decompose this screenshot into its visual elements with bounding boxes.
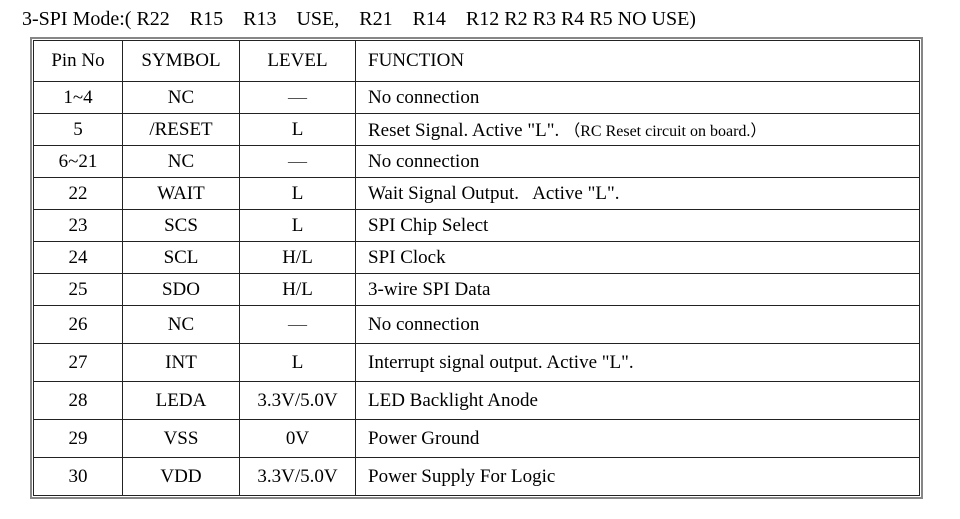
column-header-pin-no: Pin No — [33, 40, 123, 82]
cell-pin-no: 28 — [33, 381, 123, 420]
cell-level: — — [239, 305, 356, 344]
function-text: No connection — [368, 313, 480, 335]
cell-function: Power Ground — [355, 419, 920, 458]
cell-pin-no: 5 — [33, 113, 123, 146]
column-header-function: FUNCTION — [355, 40, 920, 82]
cell-symbol: /RESET — [122, 113, 240, 146]
function-text: LED Backlight Anode — [368, 389, 538, 411]
cell-function: No connection — [355, 305, 920, 344]
cell-level: 3.3V/5.0V — [239, 457, 356, 496]
cell-level: H/L — [239, 241, 356, 274]
cell-symbol: NC — [122, 81, 240, 114]
cell-pin-no: 27 — [33, 343, 123, 382]
function-text: Power Supply For Logic — [368, 465, 556, 487]
cell-pin-no: 22 — [33, 177, 123, 210]
cell-pin-no: 26 — [33, 305, 123, 344]
cell-pin-no: 29 — [33, 419, 123, 458]
cell-symbol: SCS — [122, 209, 240, 242]
function-text: Reset Signal. Active "L". — [368, 120, 560, 141]
cell-level: 0V — [239, 419, 356, 458]
function-text: Interrupt signal output. Active "L". — [368, 351, 634, 373]
cell-symbol: NC — [122, 145, 240, 178]
cell-function: No connection — [355, 81, 920, 114]
page-title: 3-SPI Mode:( R22 R15 R13 USE, R21 R14 R1… — [22, 8, 696, 30]
cell-function: LED Backlight Anode — [355, 381, 920, 420]
function-text: SPI Clock — [368, 246, 446, 268]
function-text: No connection — [368, 86, 480, 108]
function-text: 3-wire SPI Data — [368, 278, 491, 300]
cell-symbol: NC — [122, 305, 240, 344]
cell-pin-no: 25 — [33, 273, 123, 306]
function-text: No connection — [368, 150, 480, 172]
cell-pin-no: 30 — [33, 457, 123, 496]
cell-level: H/L — [239, 273, 356, 306]
cell-symbol: VDD — [122, 457, 240, 496]
cell-function: 3-wire SPI Data — [355, 273, 920, 306]
cell-level: L — [239, 177, 356, 210]
cell-pin-no: 1~4 — [33, 81, 123, 114]
cell-pin-no: 6~21 — [33, 145, 123, 178]
cell-function: SPI Chip Select — [355, 209, 920, 242]
function-text: Power Ground — [368, 427, 480, 449]
column-header-level: LEVEL — [239, 40, 356, 82]
cell-level: — — [239, 81, 356, 114]
cell-symbol: LEDA — [122, 381, 240, 420]
cell-level: L — [239, 343, 356, 382]
cell-level: 3.3V/5.0V — [239, 381, 356, 420]
cell-function: Reset Signal. Active "L".（RC Reset circu… — [355, 113, 920, 146]
cell-level: — — [239, 145, 356, 178]
no-connection-dash: — — [288, 313, 307, 335]
no-connection-dash: — — [288, 86, 307, 108]
cell-function: Power Supply For Logic — [355, 457, 920, 496]
function-note: （RC Reset circuit on board.） — [564, 123, 767, 140]
cell-function: Wait Signal Output. Active "L". — [355, 177, 920, 210]
cell-level: L — [239, 209, 356, 242]
cell-symbol: SCL — [122, 241, 240, 274]
table-header-row: Pin No SYMBOL LEVEL FUNCTION — [33, 40, 920, 82]
function-text: Wait Signal Output. Active "L". — [368, 182, 620, 204]
no-connection-dash: — — [288, 150, 307, 172]
cell-symbol: VSS — [122, 419, 240, 458]
cell-pin-no: 23 — [33, 209, 123, 242]
cell-symbol: WAIT — [122, 177, 240, 210]
cell-function: SPI Clock — [355, 241, 920, 274]
function-text: SPI Chip Select — [368, 214, 489, 236]
cell-function: No connection — [355, 145, 920, 178]
cell-level: L — [239, 113, 356, 146]
cell-pin-no: 24 — [33, 241, 123, 274]
column-header-symbol: SYMBOL — [122, 40, 240, 82]
cell-function: Interrupt signal output. Active "L". — [355, 343, 920, 382]
cell-symbol: SDO — [122, 273, 240, 306]
cell-symbol: INT — [122, 343, 240, 382]
